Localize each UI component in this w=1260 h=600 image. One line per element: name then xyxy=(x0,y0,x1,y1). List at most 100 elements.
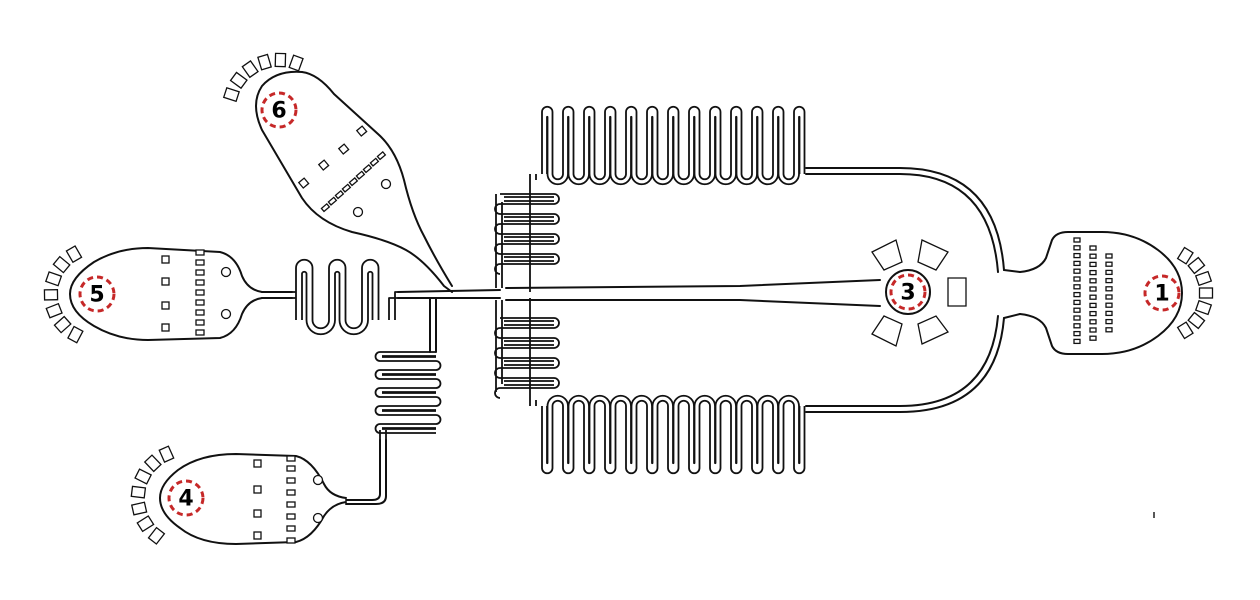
micro-pillar xyxy=(1089,253,1097,259)
micro-square xyxy=(355,125,368,137)
fan-mark xyxy=(147,526,166,545)
micro-pillar xyxy=(362,163,373,174)
micro-pillar xyxy=(1073,299,1081,306)
reservoir-5-fan-marks xyxy=(43,245,84,344)
micro-pillar xyxy=(1105,277,1113,284)
micro-pillar xyxy=(286,513,296,520)
micro-pillar xyxy=(1089,335,1097,341)
fan-mark xyxy=(43,289,59,301)
fan-mark xyxy=(65,245,83,264)
micro-pillar xyxy=(1089,245,1097,251)
micro-pillar xyxy=(1073,315,1081,321)
reservoir-6-fan-marks xyxy=(222,52,304,103)
micro-pillar xyxy=(286,501,296,508)
long-serpentine-bottom xyxy=(529,298,806,475)
micro-pillar xyxy=(1073,323,1081,329)
micro-pillar xyxy=(1105,261,1113,267)
micro-square xyxy=(253,485,262,494)
micro-pillar xyxy=(195,299,205,306)
micro-pillar xyxy=(286,489,296,496)
micro-pillar xyxy=(195,269,205,276)
micro-pillar xyxy=(195,249,205,256)
micro-pillar xyxy=(320,202,331,213)
micro-pillar xyxy=(195,259,205,266)
fan-mark xyxy=(241,60,259,79)
micro-pillar xyxy=(376,150,387,161)
fan-mark xyxy=(1194,299,1213,316)
micro-square xyxy=(161,277,170,286)
fan-mark xyxy=(229,71,248,90)
chamber-3 xyxy=(871,239,967,347)
fan-mark xyxy=(136,515,155,533)
micro-post xyxy=(380,178,392,190)
port-4: 4 xyxy=(167,479,205,517)
micro-pillar xyxy=(1105,310,1113,317)
micro-pillar xyxy=(195,329,205,336)
fan-mark xyxy=(1187,256,1206,275)
port-1: 1 xyxy=(1143,274,1181,312)
micro-pillar xyxy=(286,537,296,544)
micro-pillar xyxy=(1073,268,1081,274)
reservoir-1-features xyxy=(1073,237,1113,345)
fan-mark xyxy=(130,501,148,516)
micro-pillar xyxy=(286,455,296,462)
port-4-label: 4 xyxy=(178,487,193,512)
micro-pillar xyxy=(369,157,380,167)
reservoir-1-fan-marks xyxy=(1176,246,1214,340)
micro-square xyxy=(337,143,350,155)
reservoir-6 xyxy=(222,52,453,293)
micro-square xyxy=(253,459,262,468)
micro-pillar xyxy=(1105,286,1113,292)
micro-pillar xyxy=(1105,327,1113,333)
micro-pillar xyxy=(1105,294,1113,300)
micro-pillar xyxy=(341,183,352,193)
fan-mark xyxy=(52,255,71,274)
fan-mark xyxy=(45,302,63,319)
micro-pillar xyxy=(1089,278,1097,284)
micro-pillar xyxy=(286,525,296,532)
port-1-label: 1 xyxy=(1154,282,1169,307)
micro-pillar xyxy=(1073,291,1081,298)
fan-mark xyxy=(158,445,175,463)
fan-mark xyxy=(67,325,84,344)
serpentine-channel-b xyxy=(374,351,442,440)
fan-mark xyxy=(222,86,240,103)
micro-pillar xyxy=(334,189,345,200)
micro-pillar xyxy=(195,279,205,286)
reservoir-4-features xyxy=(253,455,324,544)
micro-square xyxy=(297,177,310,189)
micro-square xyxy=(161,255,170,264)
reservoir-1 xyxy=(1019,231,1214,355)
micro-pillar xyxy=(1073,284,1081,290)
micro-pillar xyxy=(1073,330,1081,337)
fan-mark xyxy=(274,52,287,68)
port-3: 3 xyxy=(889,273,927,311)
fan-mark xyxy=(257,53,273,71)
micro-square xyxy=(161,323,170,332)
micro-pillar xyxy=(1089,327,1097,333)
micro-post xyxy=(352,206,364,218)
micro-pillar xyxy=(195,309,205,316)
micro-pillar xyxy=(1073,237,1081,243)
fan-mark xyxy=(1198,287,1214,299)
micro-pillar xyxy=(1089,294,1097,300)
fan-mark xyxy=(1187,311,1206,330)
fan-mark xyxy=(288,54,304,72)
reservoir-4 xyxy=(130,445,347,545)
micro-pillar xyxy=(1089,261,1097,268)
fan-mark xyxy=(1176,321,1194,340)
micro-pillar xyxy=(1089,269,1097,276)
fan-mark xyxy=(130,485,147,499)
short-serpentine-upper xyxy=(494,193,560,288)
micro-pillar xyxy=(195,319,205,326)
micro-pillar xyxy=(1105,269,1113,276)
micro-pillar xyxy=(348,176,359,187)
reservoir-6-features xyxy=(297,125,392,218)
micro-pillar xyxy=(327,196,338,206)
port-3-label: 3 xyxy=(900,281,915,306)
fan-mark xyxy=(1194,270,1213,287)
fan-mark xyxy=(44,271,63,287)
fan-mark xyxy=(134,468,153,485)
micro-post xyxy=(220,266,232,278)
